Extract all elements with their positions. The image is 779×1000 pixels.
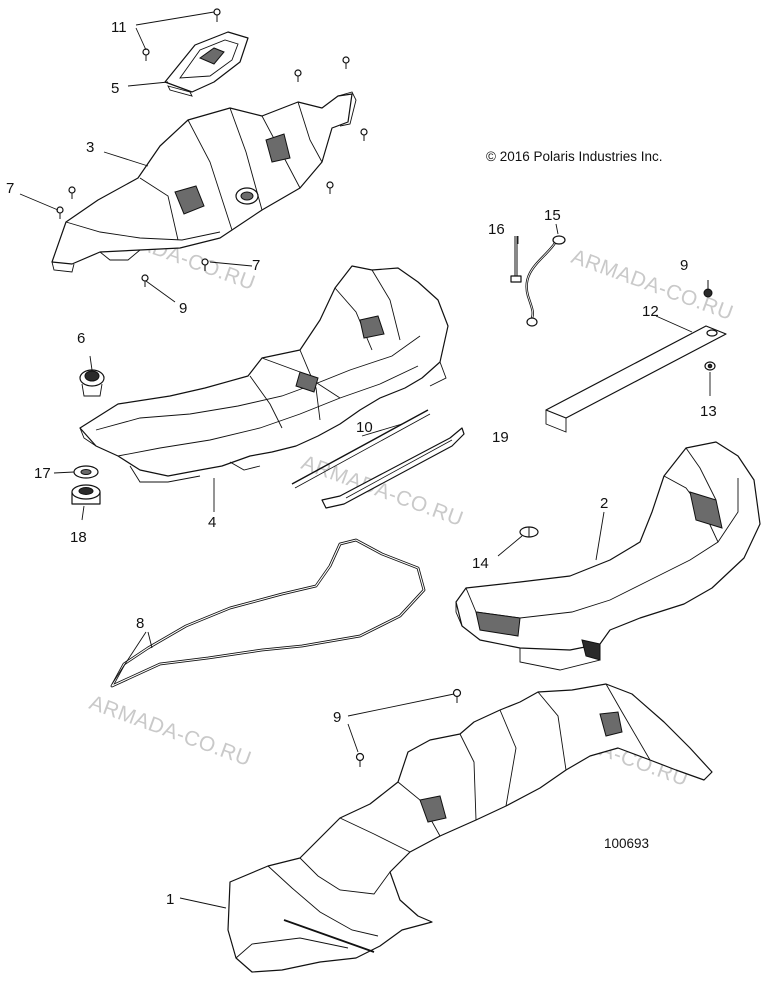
callout-12: 12	[642, 303, 659, 320]
part-1-body-tub	[227, 683, 713, 973]
part-8-seal	[110, 538, 426, 688]
callout-15: 15	[544, 207, 561, 224]
part-5-bracket	[164, 31, 249, 97]
screw-icon	[213, 8, 221, 22]
callout-labels: 11 5 3 7 7 9 6 17 18 4 10 8 14 2 19 1 16…	[6, 19, 717, 908]
callout-13: 13	[700, 403, 717, 420]
part-2-storage-tray	[455, 441, 761, 671]
screw-icon	[342, 56, 350, 69]
fastener-9-right	[703, 280, 713, 298]
diagram-number: 100693	[604, 836, 649, 851]
part-6-plug	[79, 369, 105, 397]
part-17-washer	[73, 465, 99, 479]
callout-1: 1	[166, 891, 174, 908]
screw-icon	[355, 752, 365, 767]
callout-17: 17	[34, 465, 51, 482]
fastener-9-bottom	[355, 688, 462, 767]
callout-18: 18	[70, 529, 87, 546]
callout-7: 7	[252, 257, 260, 274]
callout-9: 9	[680, 257, 688, 274]
callout-4: 4	[208, 514, 216, 531]
screw-icon	[56, 206, 64, 219]
screw-icon	[360, 128, 368, 141]
copyright-notice: © 2016 Polaris Industries Inc.	[486, 149, 663, 164]
part-12-strap	[545, 325, 727, 433]
screw-icon	[294, 69, 302, 82]
part-15-cable	[525, 235, 566, 327]
part-4-floor-panel	[79, 265, 449, 483]
callout-16: 16	[488, 221, 505, 238]
screw-icon	[142, 48, 150, 61]
leader-lines	[19, 11, 711, 909]
screw-icon	[452, 688, 462, 703]
screw-icon	[326, 181, 334, 194]
fastener-13	[704, 361, 716, 371]
screw-icon	[201, 258, 209, 271]
part-16-bolt	[510, 236, 522, 283]
callout-11: 11	[111, 19, 127, 36]
callout-14: 14	[472, 555, 489, 572]
part-3-front-cover	[51, 91, 357, 273]
watermark: ARMADA-CO.RU	[298, 451, 466, 531]
callout-3: 3	[86, 139, 94, 156]
part-10-rods	[291, 409, 465, 509]
callout-8: 8	[136, 615, 144, 632]
part-18-grommet	[71, 484, 101, 505]
callout-9: 9	[179, 300, 187, 317]
screw-icon	[141, 274, 149, 287]
callout-7: 7	[6, 180, 14, 197]
callout-10: 10	[356, 419, 373, 436]
watermark: ARMADA-CO.RU	[86, 691, 254, 771]
callout-19: 19	[492, 429, 509, 446]
callout-6: 6	[77, 330, 85, 347]
screw-icon	[68, 186, 76, 199]
callout-9: 9	[333, 709, 341, 726]
callout-2: 2	[600, 495, 608, 512]
callout-5: 5	[111, 80, 119, 97]
part-14-clip	[519, 526, 539, 538]
